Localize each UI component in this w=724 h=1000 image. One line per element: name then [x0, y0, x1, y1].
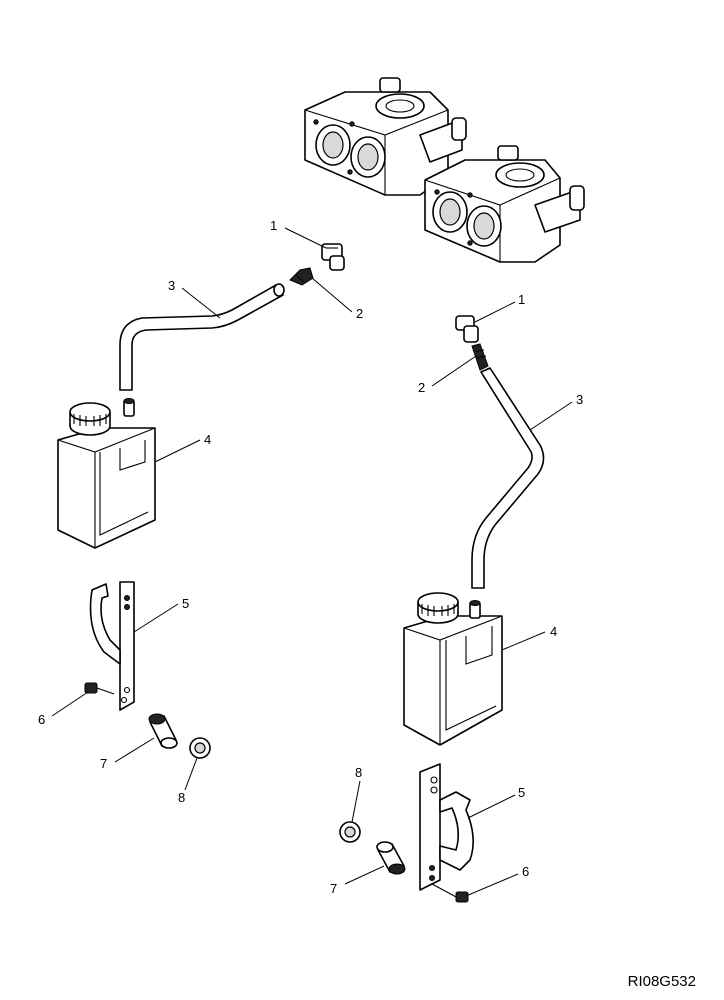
callout-8-left: 8 [178, 790, 185, 805]
fitting-elbow-right [455, 315, 479, 343]
spacer-right [376, 841, 406, 875]
callout-7-left: 7 [100, 756, 107, 771]
bracket-right [419, 763, 474, 891]
valve-block-lower [424, 145, 585, 263]
hose-left [119, 283, 285, 391]
nut-left [189, 737, 211, 759]
valve-block-upper [304, 77, 467, 196]
callout-5-right: 5 [518, 785, 525, 800]
callout-1-right: 1 [518, 292, 525, 307]
callout-5-left: 5 [182, 596, 189, 611]
nut-right [339, 821, 361, 843]
callout-4-right: 4 [550, 624, 557, 639]
reservoir-right [403, 592, 503, 746]
callout-6-left: 6 [38, 712, 45, 727]
bolt-left [84, 682, 115, 695]
bolt-right [431, 883, 469, 903]
callout-6-right: 6 [522, 864, 529, 879]
callout-3-left: 3 [168, 278, 175, 293]
callout-3-right: 3 [576, 392, 583, 407]
callout-2-left: 2 [356, 306, 363, 321]
callout-4-left: 4 [204, 432, 211, 447]
reservoir-left [57, 398, 156, 549]
callout-7-right: 7 [330, 881, 337, 896]
callout-2-right: 2 [418, 380, 425, 395]
fitting-barb-left [289, 267, 314, 286]
callout-8-right: 8 [355, 765, 362, 780]
figure-code: RI08G532 [627, 973, 696, 990]
callout-1-left: 1 [270, 218, 277, 233]
bracket-left [89, 581, 135, 711]
spacer-left [148, 713, 178, 749]
fitting-barb-right [471, 343, 489, 371]
fitting-elbow-left [321, 243, 345, 271]
hose-right [471, 367, 545, 589]
leader-lines [51, 227, 573, 897]
